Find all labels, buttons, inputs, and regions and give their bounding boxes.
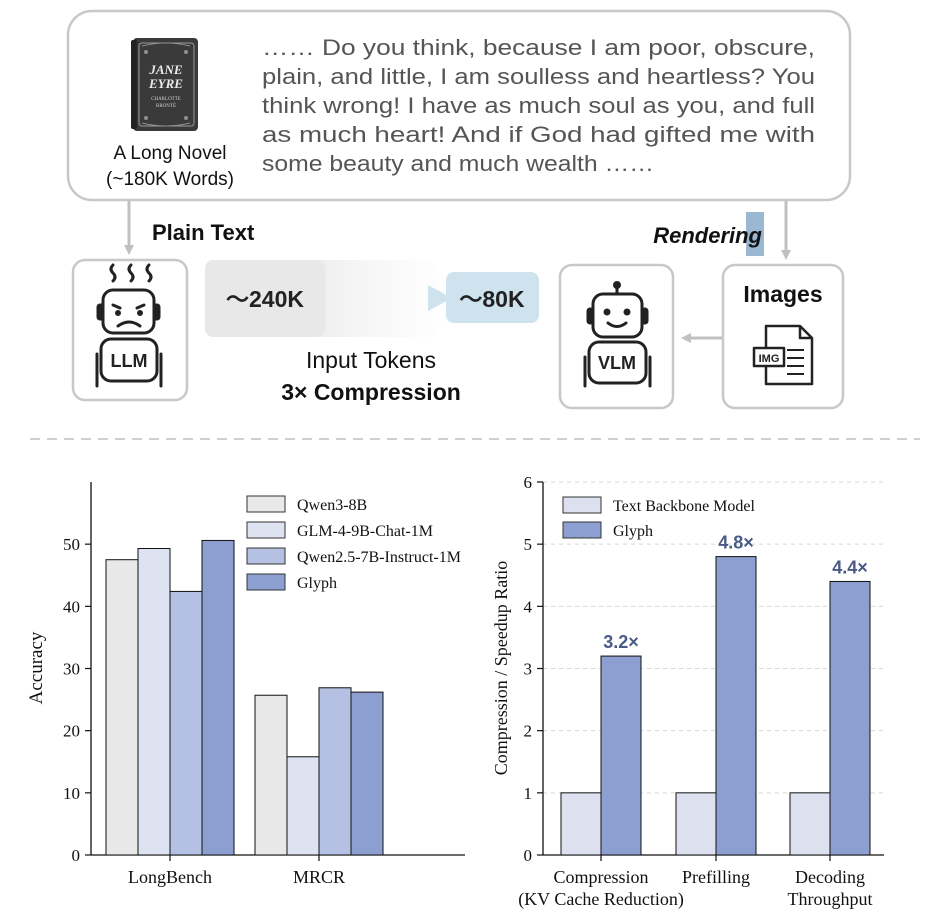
bar-qwen3-8b bbox=[105, 559, 139, 856]
bar-annotation: 4.8× bbox=[718, 533, 754, 553]
y-tick-label: 5 bbox=[524, 535, 533, 554]
bar-glm-4-9b-chat-1m bbox=[286, 756, 320, 856]
novel-label-1: A Long Novel bbox=[113, 143, 226, 164]
quote-line: some beauty and much wealth …… bbox=[262, 151, 654, 176]
y-tick-label: 3 bbox=[524, 660, 533, 679]
y-tick-label: 0 bbox=[524, 846, 533, 865]
rendering-label: Rendering bbox=[653, 223, 762, 248]
x-tick-label: Compression bbox=[553, 867, 648, 887]
legend-label: GLM-4-9B-Chat-1M bbox=[297, 523, 433, 540]
tokens-before: ～240K bbox=[226, 286, 304, 312]
x-tick-label: Decoding bbox=[795, 867, 865, 887]
llm-label: LLM bbox=[111, 351, 148, 371]
sad-robot-icon bbox=[95, 263, 163, 388]
x-tick-label: LongBench bbox=[128, 867, 212, 887]
x-tick-label: Throughput bbox=[788, 889, 873, 909]
legend-swatch bbox=[246, 521, 286, 539]
y-tick-label: 10 bbox=[63, 784, 80, 803]
bar-qwen2-5-7b-instruct-1m bbox=[169, 590, 203, 856]
tokens-after-box bbox=[446, 272, 539, 323]
bar-glyph bbox=[829, 580, 871, 856]
cover-title-2: EYRE bbox=[148, 76, 183, 91]
legend-swatch bbox=[246, 547, 286, 565]
rendering-highlight bbox=[746, 212, 764, 256]
plain-text-label: Plain Text bbox=[152, 220, 255, 245]
input-tokens-label: Input Tokens bbox=[306, 347, 436, 373]
vlm-label: VLM bbox=[598, 353, 636, 373]
quote-text: …… Do you think, because I am poor, obsc… bbox=[262, 35, 815, 176]
compression-label: 3× Compression bbox=[281, 379, 461, 405]
y-axis-label: Accuracy bbox=[26, 631, 47, 704]
x-tick-label: (KV Cache Reduction) bbox=[518, 889, 684, 910]
cover-author-1: CHARLOTTE bbox=[151, 97, 181, 102]
token-arrowhead bbox=[428, 285, 452, 311]
legend-swatch bbox=[562, 521, 602, 539]
bar-glm-4-9b-chat-1m bbox=[137, 548, 171, 856]
quote-line: plain, and little, I am soulless and hea… bbox=[262, 64, 815, 89]
bar-glyph bbox=[715, 556, 757, 856]
bar-glyph bbox=[350, 691, 384, 856]
quote-line: think wrong! I have as much soul as you,… bbox=[262, 93, 815, 118]
y-tick-label: 2 bbox=[524, 722, 533, 741]
legend-label: Glyph bbox=[297, 575, 337, 592]
bar-text-backbone-model bbox=[789, 792, 831, 856]
y-tick-label: 20 bbox=[63, 722, 80, 741]
images-label: Images bbox=[743, 281, 822, 307]
legend-swatch bbox=[562, 496, 602, 514]
bar-qwen2-5-7b-instruct-1m bbox=[318, 687, 352, 856]
y-tick-label: 4 bbox=[524, 597, 533, 616]
legend-swatch bbox=[246, 573, 286, 591]
x-tick-label: MRCR bbox=[293, 867, 345, 887]
bar-annotation: 3.2× bbox=[603, 632, 639, 652]
bar-annotation: 4.4× bbox=[832, 557, 868, 577]
legend-label: Qwen3-8B bbox=[297, 497, 367, 514]
tokens-after: ～80K bbox=[459, 286, 525, 312]
tokens-before-box bbox=[205, 260, 325, 337]
legend-label: Text Backbone Model bbox=[613, 498, 756, 515]
legend-swatch bbox=[246, 495, 286, 513]
novel-label-2: (~180K Words) bbox=[106, 169, 234, 190]
bar-text-backbone-model bbox=[675, 792, 717, 856]
quote-line: as much heart! And if God had gifted me … bbox=[262, 122, 815, 147]
cover-title-1: JANE bbox=[148, 62, 183, 77]
bar-glyph bbox=[201, 539, 235, 856]
happy-robot-icon bbox=[583, 281, 652, 388]
pipeline-diagram: JANE EYRE CHARLOTTE BRONTË A Long Novel … bbox=[30, 9, 920, 440]
y-tick-label: 50 bbox=[63, 535, 80, 554]
novel-box bbox=[66, 9, 852, 202]
legend-label: Glyph bbox=[613, 523, 653, 540]
bar-glyph bbox=[600, 655, 642, 856]
y-tick-label: 40 bbox=[63, 597, 80, 616]
book-cover-icon: JANE EYRE CHARLOTTE BRONTË bbox=[131, 38, 198, 131]
y-axis-label: Compression / Speedup Ratio bbox=[491, 561, 511, 776]
y-tick-label: 0 bbox=[72, 846, 81, 865]
legend-label: Qwen2.5-7B-Instruct-1M bbox=[297, 549, 461, 566]
image-document-icon bbox=[752, 324, 814, 386]
y-tick-label: 30 bbox=[63, 660, 80, 679]
x-tick-label: Prefilling bbox=[682, 867, 750, 887]
y-tick-label: 1 bbox=[524, 784, 533, 803]
bar-text-backbone-model bbox=[560, 792, 602, 856]
quote-line: …… Do you think, because I am poor, obsc… bbox=[262, 35, 815, 60]
bar-qwen3-8b bbox=[254, 694, 288, 856]
cover-author-2: BRONTË bbox=[156, 103, 176, 109]
img-icon-label: IMG bbox=[759, 353, 780, 365]
y-tick-label: 6 bbox=[524, 473, 533, 492]
